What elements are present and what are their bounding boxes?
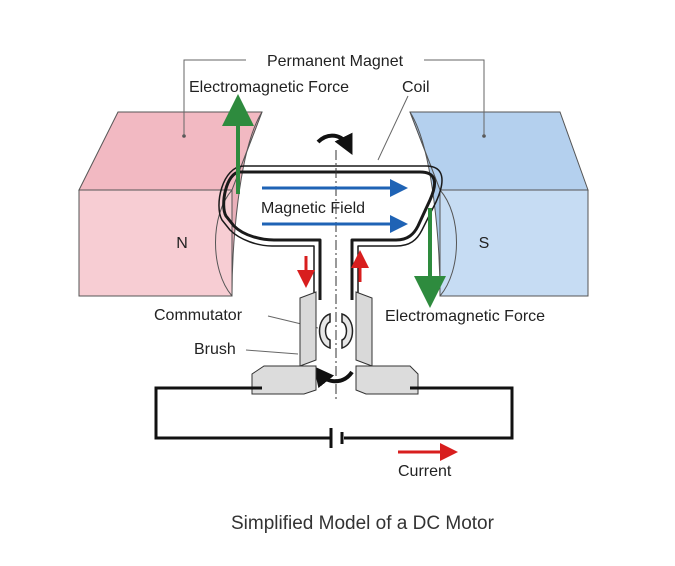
coil-leader [377,95,409,161]
permanent-magnet-leader-right [424,59,485,136]
coil-loop-outline [218,165,443,300]
coil-loop [222,170,437,300]
circuit-wire-right [344,386,514,440]
brush-label: Brush [194,341,236,358]
em-force-top-label: Electromagnetic Force [189,79,349,96]
magnet-n-curved-face [231,111,263,297]
commutator-label: Commutator [154,307,243,324]
brush-right [355,291,419,395]
permanent-magnet-label: Permanent Magnet [267,53,404,70]
permanent-magnet-leader-left [183,59,246,136]
magnet-s: S [409,111,589,297]
magnetic-field-label: Magnetic Field [261,200,365,217]
circuit-wire-left [154,386,330,440]
magnet-n-front-face [78,189,233,297]
brush-left-base [251,365,317,395]
em-force-right-label: Electromagnetic Force [385,308,545,325]
rotation-arrow-top [316,132,353,155]
rotation-arrow-bottom [313,366,354,389]
brush-left-post [299,291,317,367]
pole-n-label: N [176,235,188,252]
brush-left [251,291,317,395]
commutator-segment-right [341,313,354,349]
caption: Simplified Model of a DC Motor [231,513,495,534]
coil-label: Coil [402,79,430,96]
magnet-s-top-face [409,111,589,191]
magnet-s-front-face [439,189,589,297]
magnet-n-pole-face [215,189,233,297]
commutator-segment-left [318,313,331,349]
pole-s-label: S [479,235,490,252]
current-label: Current [398,463,452,480]
magnet-n: N [78,111,263,297]
magnet-n-top-face [78,111,263,191]
brush-right-base [355,365,419,395]
commutator [318,313,354,349]
permanent-magnet-callout: Permanent Magnet [183,53,485,136]
brush-leader [245,349,299,355]
brush-right-post [355,291,373,367]
magnet-s-pole-face [439,189,457,297]
